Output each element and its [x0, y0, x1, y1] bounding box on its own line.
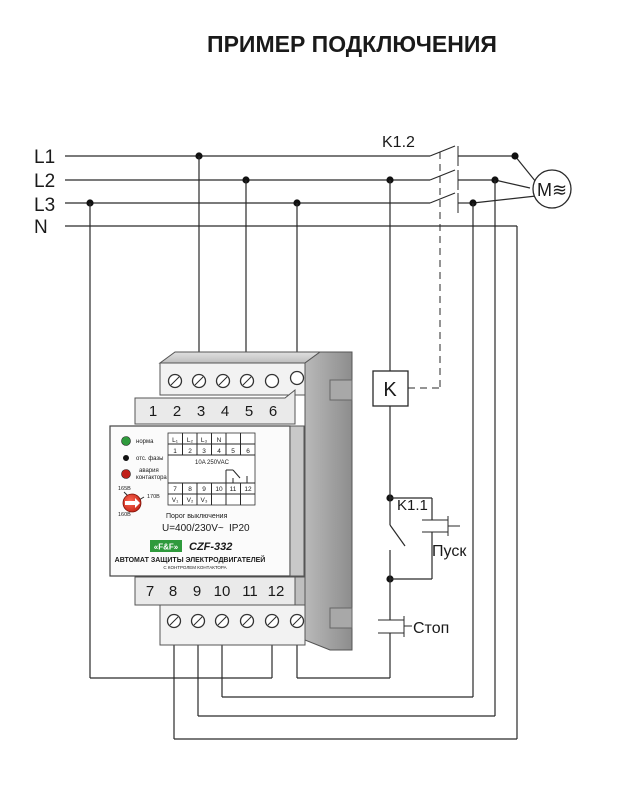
brand-logo: «F&F»	[154, 543, 179, 552]
diagram-title: ПРИМЕР ПОДКЛЮЧЕНИЯ	[207, 31, 497, 57]
grid-cell: 10	[215, 486, 223, 493]
control-circuit: K K1.1 Пуск Стоп	[297, 180, 467, 679]
start-button-label: Пуск	[432, 543, 467, 560]
terminal-number: 12	[268, 583, 285, 600]
grid-cell: 5	[231, 448, 235, 455]
grid-cell: L₁	[172, 437, 179, 444]
stop-button-label: Стоп	[413, 620, 449, 637]
grid-cell: 6	[246, 448, 250, 455]
grid-cell: V₁	[172, 497, 179, 504]
grid-cell: V₃	[201, 497, 208, 504]
motor-label: M≋	[537, 180, 567, 200]
led-phase-loss	[123, 455, 129, 461]
knob-mark-165: 165В	[118, 486, 131, 492]
top-terminal-numbers: 1 2 3 4 5 6	[149, 403, 277, 420]
device-subname: С КОНТРОЛЕМ КОНТАКТОРА	[163, 565, 226, 570]
device-name: АВТОМАТ ЗАЩИТЫ ЭЛЕКТРОДВИГАТЕЛЕЙ	[115, 555, 266, 564]
grid-cell: 12	[244, 486, 252, 493]
line-label-n: N	[34, 217, 48, 238]
top-terminal-screws	[167, 370, 305, 389]
top-terminal-wires	[198, 156, 298, 375]
grid-cell: L₂	[187, 437, 194, 444]
ip-rating: IP20	[229, 523, 250, 534]
grid-cell: 7	[173, 486, 177, 493]
contactor-coil	[372, 370, 409, 407]
threshold-label: Порог выключения	[166, 513, 228, 520]
motor: M≋	[532, 169, 572, 209]
grid-cell: 9	[202, 486, 206, 493]
contactor-coil-label: K	[383, 379, 397, 401]
led-fault-label-1: авария	[139, 468, 159, 474]
grid-cell: 8	[188, 486, 192, 493]
supply-lines	[65, 155, 517, 227]
terminal-number: 2	[173, 403, 181, 420]
grid-cell: 4	[217, 448, 221, 455]
terminal-number: 3	[197, 403, 205, 420]
grid-cell: 3	[202, 448, 206, 455]
main-contacts-label: K1.2	[382, 134, 415, 151]
grid-cell: 11	[230, 486, 237, 493]
knob-mark-170: 170В	[147, 494, 160, 500]
grid-cell: 1	[173, 448, 177, 455]
terminal-grid-labels: L₁ L₂ L₃ N 1 2 3 4 5 6 10A 250VAC 7 8 9 …	[172, 437, 252, 504]
line-labels: L1 L2 L3 N	[34, 147, 55, 238]
voltage-label: U=400/230V~	[162, 523, 224, 534]
bottom-terminal-wires	[89, 180, 518, 740]
terminal-number: 6	[269, 403, 277, 420]
led-fault-label-2: контактора	[136, 475, 167, 481]
relay-rating: 10A 250VAC	[195, 460, 230, 466]
terminal-number: 9	[193, 583, 201, 600]
main-contacts-k12: K1.2	[382, 134, 537, 389]
terminal-number: 11	[242, 583, 258, 600]
terminal-number: 1	[149, 403, 157, 420]
bottom-terminal-numbers: 7 8 9 10 11 12	[146, 583, 285, 600]
brand-stripe: «F&F» CZF-332 АВТОМАТ ЗАЩИТЫ ЭЛЕКТРОДВИГ…	[115, 540, 266, 570]
terminal-grid	[167, 432, 256, 506]
terminal-number: 7	[146, 583, 154, 600]
line-label-l3: L3	[34, 195, 55, 216]
terminal-number: 4	[221, 403, 229, 420]
led-normal-label: норма	[136, 439, 154, 445]
bottom-terminal-screws	[166, 613, 305, 629]
line-label-l2: L2	[34, 171, 55, 192]
grid-cell: N	[217, 437, 222, 444]
knob-mark-160: 160В	[118, 512, 131, 518]
status-leds: норма отс. фазы авария контактора	[121, 436, 167, 481]
grid-cell: V₂	[187, 497, 194, 504]
led-normal	[121, 436, 131, 446]
terminal-number: 10	[214, 583, 231, 600]
grid-cell: 2	[188, 448, 192, 455]
grid-cell: L₃	[201, 437, 208, 444]
terminal-number: 5	[245, 403, 253, 420]
led-phase-loss-label: отс. фазы	[136, 456, 164, 462]
threshold-knob: 165В 170В 160В	[118, 486, 160, 518]
led-contactor-fault	[121, 469, 131, 479]
model-name: CZF-332	[189, 541, 232, 553]
terminal-number: 8	[169, 583, 177, 600]
aux-contact-label: K1.1	[397, 497, 428, 514]
line-label-l1: L1	[34, 147, 55, 168]
